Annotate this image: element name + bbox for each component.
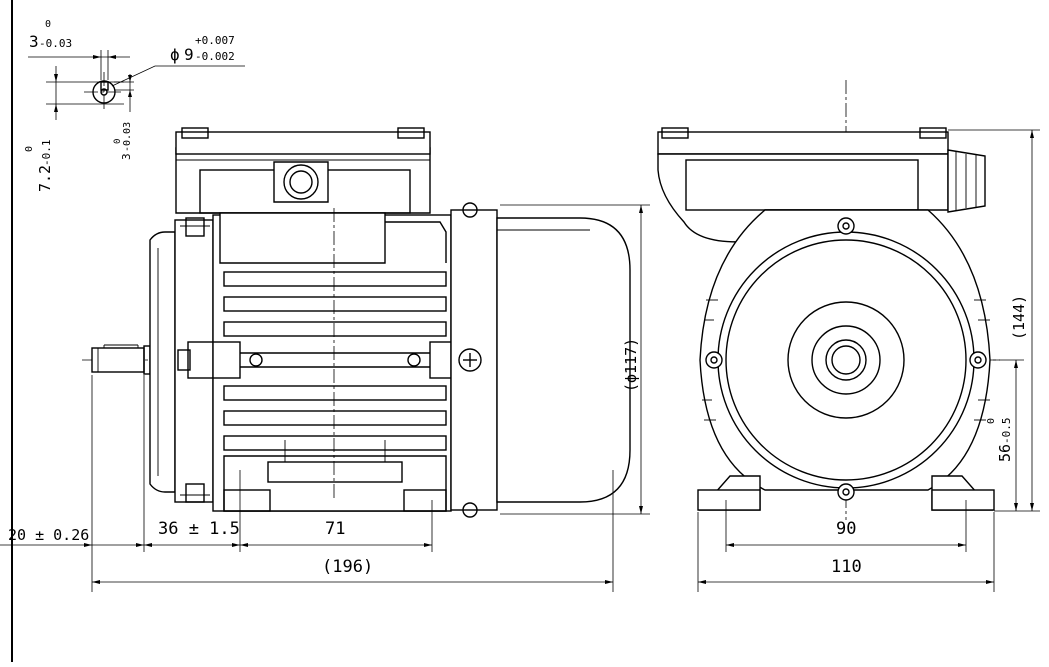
key-width-dimension: 3 0 -0.03 (29, 19, 72, 51)
center-height-upper-tol: 0 (986, 418, 997, 424)
overall-length-label: (196) (322, 557, 373, 577)
key-depth-lower-tol: -0.1 (40, 140, 53, 167)
key-depth-nominal: 7.2 (36, 165, 54, 192)
key-height-lower-tol: -0.03 (122, 122, 133, 152)
center-height-lower-tol: -0.5 (1000, 418, 1013, 445)
front-view-dimensions (697, 129, 1040, 592)
foot-width-label: 110 (831, 557, 862, 577)
key-width-nominal: 3 (29, 32, 39, 51)
shaft-key-depth-dimension: 7.2 0 -0.1 (24, 140, 54, 193)
key-height-upper-tol: 0 (113, 139, 123, 144)
overall-height-label: (144) (1010, 295, 1028, 340)
foot-hole-spacing-side-label: 71 (325, 519, 345, 539)
motor-side-view (82, 127, 631, 518)
housing-diameter-label: (ϕ117) (622, 338, 640, 392)
foot-hole-spacing-front-label: 90 (836, 519, 856, 539)
shaft-center-height-dimension: 56 0 -0.5 (986, 418, 1014, 463)
flange-to-foot-hole-label: 36 ± 1.5 (158, 519, 240, 539)
key-height-nominal: 3 (120, 153, 133, 160)
shaft-diameter-nominal: 9 (184, 45, 194, 64)
side-view-dimensions (0, 204, 650, 592)
key-height-dimension: 3 0 -0.03 (113, 122, 133, 160)
shaft-diameter-lower-tol: -0.002 (195, 50, 235, 63)
shaft-length-label: 20 ± 0.26 (8, 526, 89, 544)
key-width-lower-tol: -0.03 (39, 37, 72, 50)
key-width-upper-tol: 0 (45, 19, 51, 30)
shaft-diameter-dimension: ϕ 9 +0.007 -0.002 (170, 34, 235, 64)
diameter-symbol: ϕ (170, 45, 180, 64)
motor-front-view (657, 80, 1000, 520)
key-depth-upper-tol: 0 (24, 146, 35, 152)
shaft-key-section-detail (28, 50, 245, 120)
center-height-nominal: 56 (996, 444, 1014, 462)
shaft-diameter-upper-tol: +0.007 (195, 34, 235, 47)
